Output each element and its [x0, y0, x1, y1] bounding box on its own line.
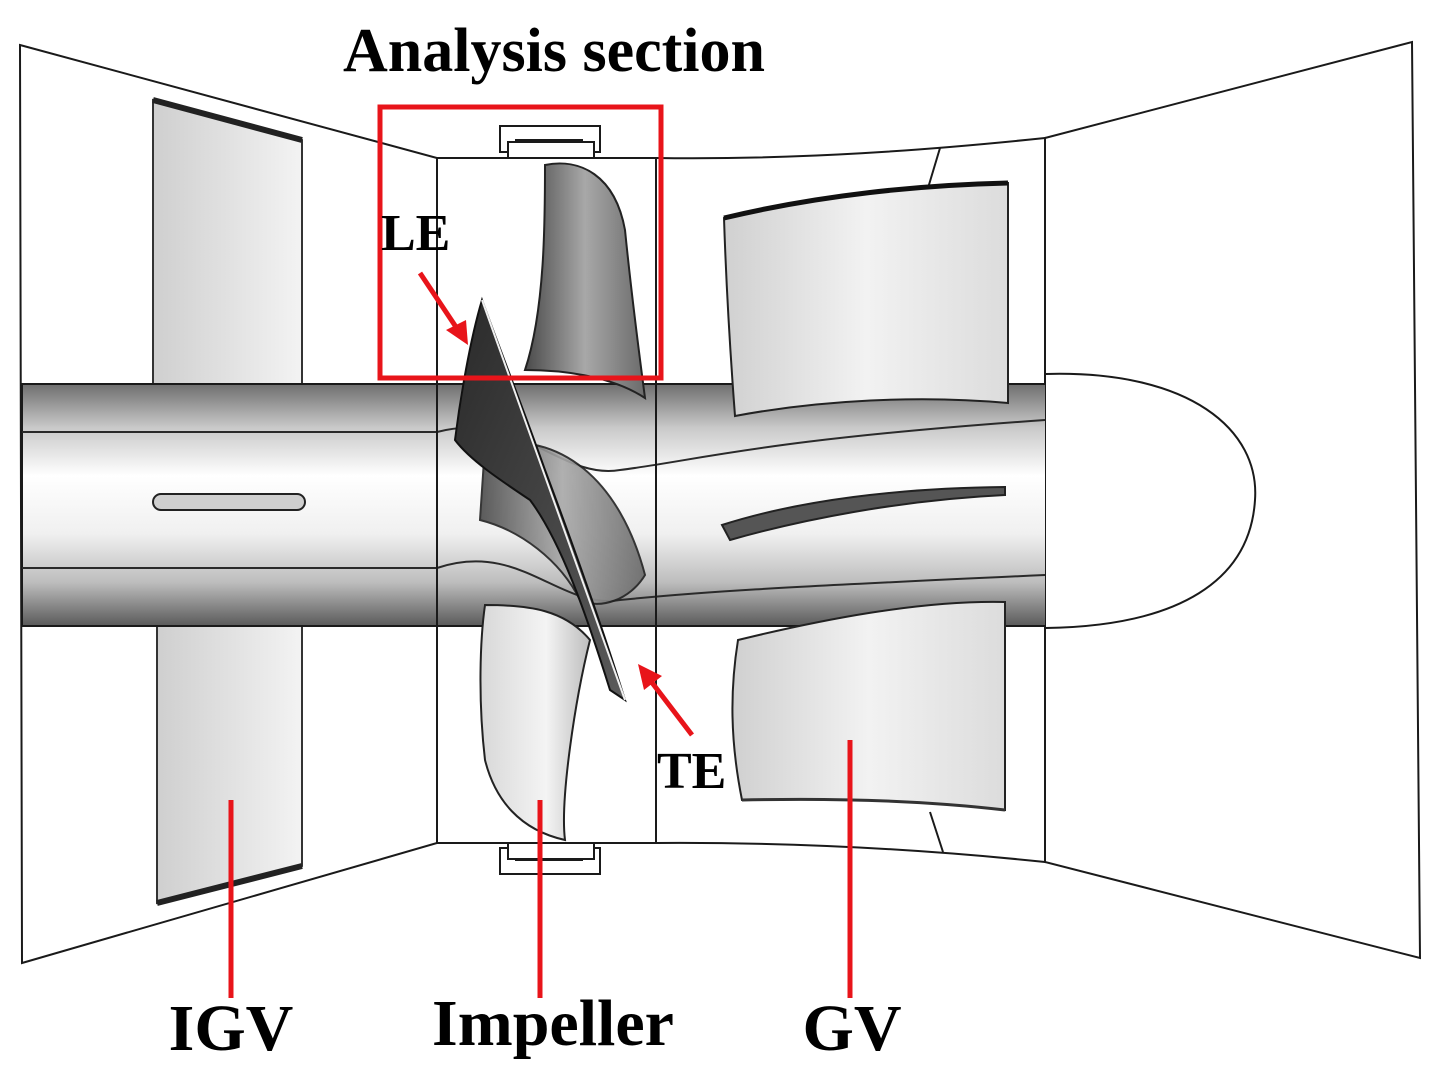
le-label: LE — [381, 205, 450, 262]
gv-blades — [722, 180, 1009, 812]
le-arrow — [417, 271, 461, 332]
hub-shaft — [21, 372, 1257, 629]
gv-label: GV — [803, 992, 902, 1065]
analysis-section-title: Analysis section — [343, 17, 765, 85]
annotations — [228, 104, 853, 998]
igv-label: IGV — [169, 992, 294, 1065]
impeller-label: Impeller — [432, 987, 674, 1060]
te-arrow — [648, 678, 694, 737]
analysis-section-box — [377, 104, 664, 381]
te-label: TE — [657, 743, 726, 800]
flanges — [499, 125, 601, 875]
impeller-blades — [453, 162, 647, 842]
